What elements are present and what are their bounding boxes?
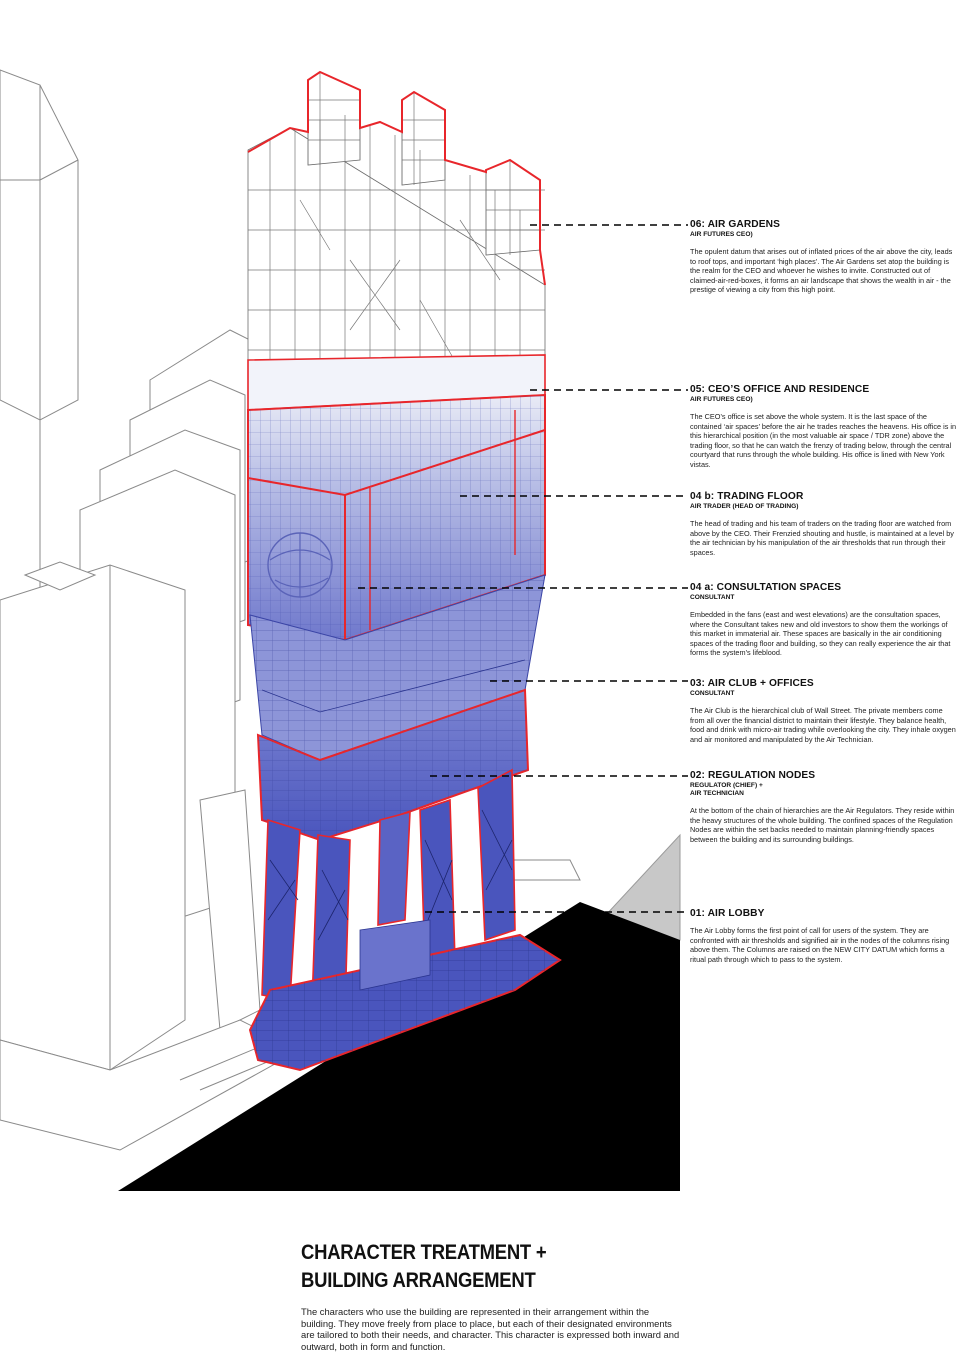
annotation-text: At the bottom of the chain of hierarchie… <box>690 806 955 844</box>
annotation-role: AIR TRADER (HEAD OF TRADING) <box>690 503 799 510</box>
context-buildings <box>0 69 321 1151</box>
annotation-text: The CEO’s office is set above the whole … <box>690 412 957 469</box>
annotation-role: AIR FUTURES CEO) <box>690 231 753 238</box>
caption-text: The characters who use the building are … <box>301 1306 680 1352</box>
annotation-05-ceo-office: 05: CEO’S OFFICE AND RESIDENCE AIR FUTUR… <box>690 384 958 470</box>
annotation-text: The Air Lobby forms the first point of c… <box>690 926 950 964</box>
annotation-text: The Air Club is the hierarchical club of… <box>690 706 956 744</box>
annotation-role: REGULATOR (CHIEF) + AIR TECHNICIAN <box>690 782 763 797</box>
air-gardens-wireframe <box>247 71 546 411</box>
annotation-02-regulation-nodes: 02: REGULATION NODES REGULATOR (CHIEF) +… <box>690 770 958 844</box>
caption-title: CHARACTER TREATMENT + BUILDING ARRANGEME… <box>301 1240 547 1292</box>
annotation-title: 01: AIR LOBBY <box>690 908 765 919</box>
air-gardens-outline <box>247 70 546 286</box>
annotation-04a-consultation-spaces: 04 a: CONSULTATION SPACES CONSULTANT Emb… <box>690 582 958 658</box>
annotation-role: CONSULTANT <box>690 594 735 601</box>
trading-floor-block <box>247 393 546 642</box>
annotation-03-air-club: 03: AIR CLUB + OFFICES CONSULTANT The Ai… <box>690 678 958 744</box>
leader-lines <box>358 224 688 913</box>
annotation-text: The opulent datum that arises out of inf… <box>690 247 953 295</box>
annotation-text: The head of trading and his team of trad… <box>690 519 954 557</box>
caption-block: CHARACTER TREATMENT + BUILDING ARRANGEME… <box>301 1238 681 1352</box>
annotation-title: 05: CEO’S OFFICE AND RESIDENCE <box>690 384 870 395</box>
annotation-06-air-gardens: 06: AIR GARDENS AIR FUTURES CEO) The opu… <box>690 219 958 295</box>
annotation-title: 04 b: TRADING FLOOR <box>690 491 804 502</box>
air-lobby-plate <box>248 919 562 1072</box>
annotation-title: 03: AIR CLUB + OFFICES <box>690 678 814 689</box>
annotation-role: CONSULTANT <box>690 690 735 697</box>
column-legs <box>261 768 516 1011</box>
annotation-title: 02: REGULATION NODES <box>690 770 816 781</box>
annotation-title: 04 a: CONSULTATION SPACES <box>690 582 842 593</box>
air-club-block <box>249 574 546 761</box>
annotation-role: AIR FUTURES CEO) <box>690 396 753 403</box>
neighbor-tower-front <box>0 564 186 1071</box>
annotation-01-air-lobby: 01: AIR LOBBY The Air Lobby forms the fi… <box>690 908 958 964</box>
neighbor-tower-left <box>0 69 79 421</box>
annotation-title: 06: AIR GARDENS <box>690 219 780 230</box>
annotation-text: Embedded in the fans (east and west elev… <box>690 610 951 658</box>
annotation-04b-trading-floor: 04 b: TRADING FLOOR AIR TRADER (HEAD OF … <box>690 491 958 557</box>
